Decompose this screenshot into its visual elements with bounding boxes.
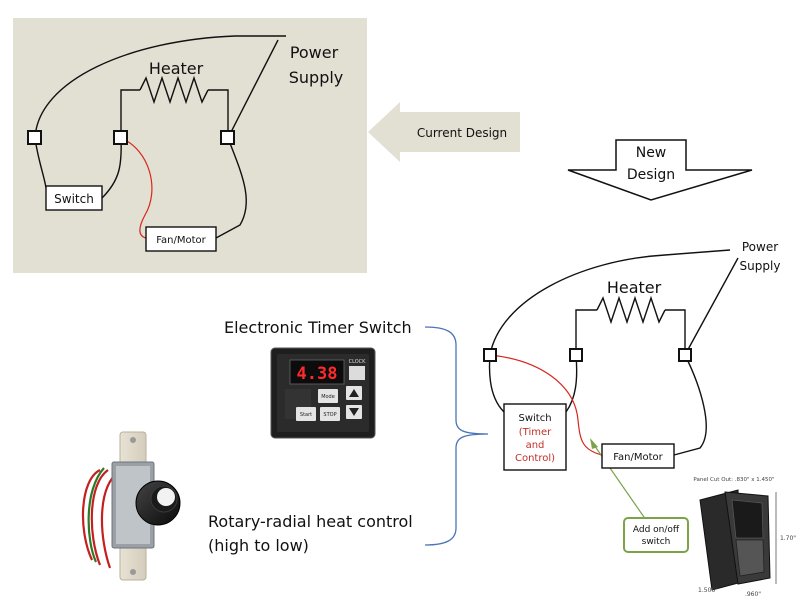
current-fan-motor-box [145, 226, 217, 252]
new-design-arrow-line1: New [636, 145, 667, 161]
timer-mode-button [318, 389, 338, 403]
current-wire-supply-left [34, 35, 286, 139]
timer-brand-label: CLOCK [349, 359, 367, 365]
new-wire-fan [673, 354, 707, 456]
current-design-panel: Switch Fan/Motor Heater Power Supply [13, 18, 367, 273]
current-terminal-2 [113, 130, 128, 145]
new-terminal-2 [569, 348, 583, 362]
timer-down-arrow-icon [349, 408, 359, 416]
new-power-label-2: Supply [740, 259, 781, 273]
current-wire-supply-right [227, 39, 279, 139]
new-wire-switch-left [488, 354, 505, 413]
new-heater-resistor-symbol [596, 295, 666, 325]
timer-switch-label: Electronic Timer Switch [224, 318, 412, 337]
rotary-label-line1: Rotary-radial heat control [208, 512, 413, 531]
dimmer-knob-highlight [157, 488, 175, 506]
new-wire-supply-right [684, 257, 739, 356]
options-bracket [424, 326, 489, 546]
dimmer-green-wire [87, 467, 105, 563]
rocker-switch: Panel Cut Out: .830" x 1.450" 1.70" .960… [693, 477, 796, 598]
current-wire-heater-right [208, 89, 229, 138]
new-fan-motor-box [601, 443, 675, 469]
new-design-arrow-shape [567, 139, 753, 201]
control-options: Electronic Timer Switch Rotary-radial he… [208, 318, 489, 555]
new-fan-motor-label: Fan/Motor [613, 452, 663, 463]
rocker-panel-cutout-label: Panel Cut Out: .830" x 1.450" [693, 477, 774, 483]
current-red-wire-fan [120, 137, 153, 239]
timer-stop-button-label: STOP [323, 412, 336, 418]
rocker-paddle-top [731, 499, 764, 539]
current-design-arrow-label: Current Design [417, 126, 507, 140]
new-switch-line2: (Timer [519, 427, 552, 438]
current-wire-heater-left [120, 89, 140, 138]
add-switch-box [623, 517, 689, 553]
rocker-paddle-bottom [735, 539, 765, 577]
new-wire-switch-right [565, 354, 578, 413]
timer-start-button-label: Start [300, 412, 312, 418]
new-switch-box [503, 403, 567, 471]
current-design-arrow: Current Design [368, 102, 520, 162]
timer-device: 4.38 CLOCK Mode Start STOP [270, 347, 376, 439]
current-fan-motor-label: Fan/Motor [156, 235, 206, 246]
new-design-diagram: Switch (Timer and Control) Fan/Motor Add… [483, 240, 781, 553]
new-wire-heater-right [665, 309, 686, 355]
new-switch-line1: Switch [518, 413, 551, 424]
timer-display-digits: 4.38 [297, 364, 338, 384]
new-red-wire-fan [489, 354, 603, 456]
new-terminal-1 [483, 348, 497, 362]
new-switch-line3: and [526, 440, 545, 451]
current-power-label-1: Power [290, 43, 339, 62]
timer-mode-button-label: Mode [321, 394, 335, 400]
current-wire-fan [215, 137, 247, 239]
current-switch-box [45, 185, 103, 211]
rotary-label-line2: (high to low) [208, 536, 309, 555]
add-switch-pointer-head [590, 438, 598, 449]
rocker-height-label: 1.70" [780, 535, 796, 542]
timer-up-arrow-icon [349, 389, 359, 397]
rotary-dimmer [81, 431, 181, 581]
current-switch-label: Switch [54, 192, 94, 206]
new-heater-label: Heater [607, 278, 662, 297]
timer-stop-button [320, 407, 340, 421]
add-switch-line2: switch [642, 537, 671, 547]
new-terminal-3 [678, 348, 692, 362]
heater-resistor-symbol [139, 75, 209, 105]
new-design-arrow-line2: Design [627, 167, 675, 183]
new-wire-supply-left [489, 249, 731, 356]
new-design-arrow: New Design [567, 139, 753, 201]
rocker-width-label: .960" [745, 591, 761, 598]
new-switch-line4: Control) [515, 453, 555, 464]
new-wire-heater-left [575, 309, 597, 355]
rocker-depth-label: 1.506" [698, 587, 718, 594]
dimmer-screw-bottom [130, 569, 136, 575]
add-switch-line1: Add on/off [633, 525, 680, 535]
current-power-label-2: Supply [289, 68, 344, 87]
timer-clock-icon [349, 366, 365, 380]
current-heater-label: Heater [149, 59, 204, 78]
add-switch-pointer-line [591, 441, 647, 521]
current-terminal-3 [220, 130, 235, 145]
current-design-arrow-shape [368, 102, 520, 162]
current-terminal-1 [27, 130, 42, 145]
dimmer-screw-top [130, 437, 136, 443]
timer-display-window [289, 359, 345, 385]
timer-start-button [296, 407, 316, 421]
new-power-label-1: Power [742, 240, 778, 254]
current-wire-switch-right [101, 137, 122, 199]
